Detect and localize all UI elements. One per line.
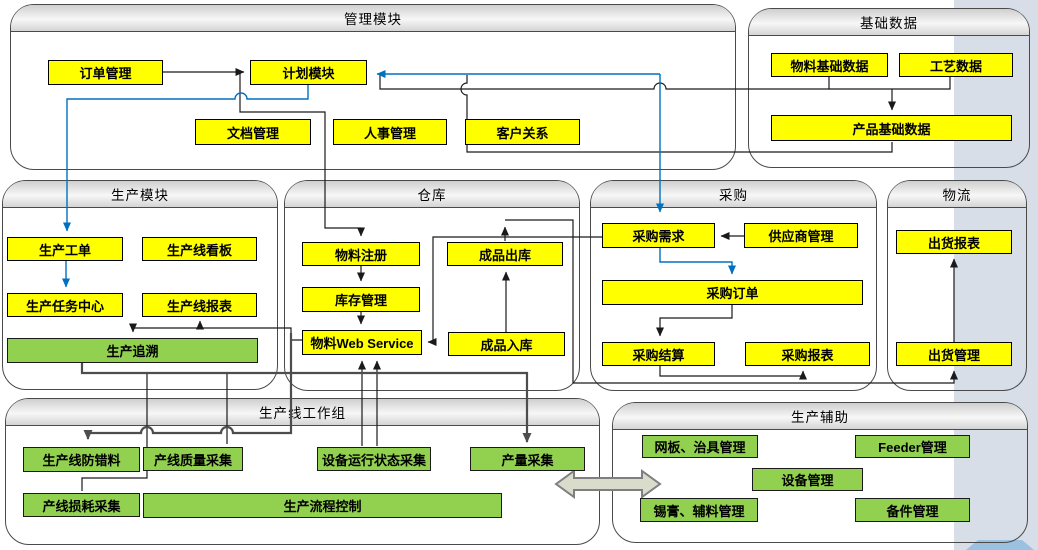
edge-product-basic-to-plan (460, 75, 893, 153)
edge-webservice-to-trace (129, 323, 302, 341)
group-warehouse: 仓库 (284, 180, 580, 391)
node-material-registration: 物料注册 (302, 242, 420, 266)
node-loss-collection: 产线损耗采集 (23, 493, 140, 517)
node-purchase-report: 采购报表 (745, 342, 870, 366)
group-title: 仓库 (417, 188, 447, 203)
group-purchase-titlebar: 采购 (591, 181, 876, 208)
node-document-management: 文档管理 (195, 119, 311, 145)
group-basic-data: 基础数据 (748, 8, 1030, 168)
node-shipment-management: 出货管理 (896, 342, 1012, 366)
group-auxiliary-titlebar: 生产辅助 (613, 403, 1027, 430)
node-line-report: 生产线报表 (142, 293, 257, 317)
edge-bus-to-loss (81, 373, 148, 491)
node-purchase-demand: 采购需求 (602, 223, 715, 248)
group-title: 物流 (942, 188, 972, 203)
group-logistics-titlebar: 物流 (888, 181, 1026, 208)
group-management-titlebar: 管理模块 (11, 5, 735, 32)
edge-basicdata-join (828, 77, 951, 90)
edge-order-to-material-reg (239, 72, 365, 237)
node-product-basic-data: 产品基础数据 (771, 115, 1012, 141)
group-title: 管理模块 (344, 12, 402, 27)
edge-plan-to-workorder (63, 85, 309, 232)
group-title: 生产模块 (111, 188, 169, 203)
group-purchase: 采购 (590, 180, 877, 391)
group-title: 基础数据 (860, 16, 918, 31)
group-management: 管理模块 (10, 4, 736, 170)
node-order-management: 订单管理 (48, 60, 163, 85)
node-process-control: 生产流程控制 (143, 493, 502, 518)
group-title: 生产辅助 (791, 410, 849, 425)
edge-webservice-to-errorproof (83, 333, 293, 440)
node-finished-goods-in: 成品入库 (448, 332, 565, 356)
group-production: 生产模块 (2, 180, 278, 390)
group-workgroup-titlebar: 生产线工作组 (6, 399, 599, 426)
group-production-titlebar: 生产模块 (3, 181, 277, 208)
edge-purorder-to-settle (656, 305, 733, 337)
edge-fgout-to-shipmgmt (505, 219, 958, 384)
group-auxiliary: 生产辅助 (612, 402, 1028, 543)
group-logistics: 物流 (887, 180, 1027, 391)
node-production-workorder: 生产工单 (7, 237, 123, 261)
group-warehouse-titlebar: 仓库 (285, 181, 579, 208)
edge-settle-to-report (659, 366, 807, 380)
node-purchase-order: 采购订单 (602, 280, 863, 305)
node-feeder-management: Feeder管理 (855, 435, 970, 458)
group-workgroup: 生产线工作组 (5, 398, 600, 545)
node-shipment-report: 出货报表 (896, 230, 1012, 254)
node-hr-management: 人事管理 (333, 119, 447, 145)
edge-demand-to-purorder (659, 248, 736, 275)
node-spare-parts-management: 备件管理 (855, 498, 970, 522)
node-errorproof-material: 生产线防错料 (23, 447, 140, 472)
node-finished-goods-out: 成品出库 (447, 242, 563, 266)
node-output-collection: 产量采集 (470, 447, 585, 471)
node-equipment-status-collection: 设备运行状态采集 (317, 447, 431, 471)
node-solder-paste-management: 锡膏、辅料管理 (640, 498, 758, 522)
node-production-trace: 生产追溯 (7, 338, 258, 363)
edge-trace-bus-to-output (80, 363, 532, 443)
node-task-center: 生产任务中心 (7, 293, 123, 317)
node-line-kanban: 生产线看板 (142, 237, 257, 261)
node-equipment-management: 设备管理 (752, 468, 863, 491)
bidirectional-flow-arrow (554, 469, 662, 499)
node-process-data: 工艺数据 (899, 53, 1013, 77)
node-supplier-management: 供应商管理 (744, 223, 858, 248)
node-customer-relations: 客户关系 (465, 119, 580, 145)
node-material-basic-data: 物料基础数据 (771, 53, 888, 77)
edge-material-basic-to-plan (379, 75, 829, 90)
node-inventory-management: 库存管理 (302, 287, 420, 312)
group-title: 生产线工作组 (259, 406, 346, 421)
node-plan-module: 计划模块 (250, 60, 367, 85)
node-purchase-settlement: 采购结算 (602, 342, 715, 366)
group-title: 采购 (719, 188, 748, 203)
edge-demand-to-webservice (427, 236, 602, 346)
background-side-strip (954, 0, 1038, 550)
node-material-webservice: 物料Web Service (302, 330, 422, 355)
group-basic-data-titlebar: 基础数据 (749, 9, 1029, 36)
node-stencil-fixture-management: 网板、治具管理 (642, 435, 758, 458)
node-quality-collection: 产线质量采集 (143, 447, 243, 471)
